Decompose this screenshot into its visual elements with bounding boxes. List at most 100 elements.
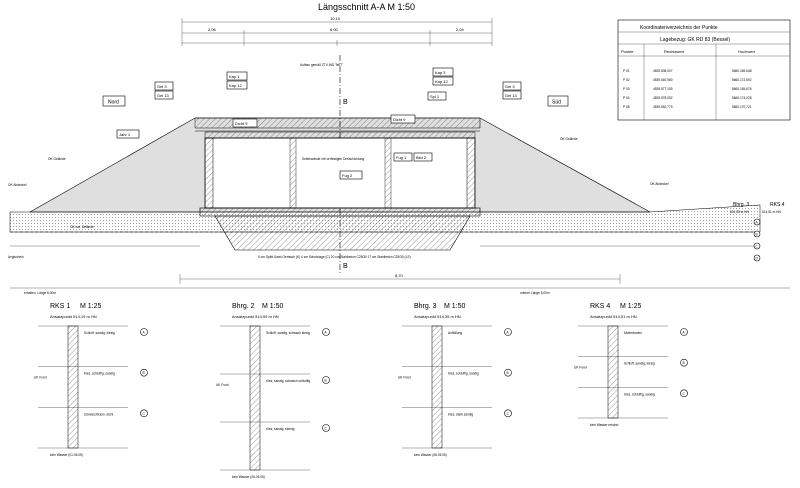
borehole-column: [607, 325, 619, 419]
legend-codes-right: A B C D: [753, 218, 761, 262]
coord-header-hochwert: Hochwert: [738, 49, 756, 54]
svg-text:5660.174,025: 5660.174,025: [732, 96, 752, 100]
ok-abdeckel-right: OK Abdeckel: [650, 182, 669, 186]
dim-c: 2,04: [456, 27, 465, 32]
borehole-bottom-note: kein Wasser (01.05.05): [50, 453, 83, 457]
svg-text:P 02: P 02: [623, 78, 630, 82]
borehole-scale: M 1:25: [80, 303, 102, 310]
dim-b: 6,00: [330, 27, 339, 32]
borehole-bottom-note: kein Wasser (06.05.05): [414, 453, 447, 457]
borehole-layer: Schluff, sandig, kiesig: [624, 362, 655, 366]
nord-box: [102, 95, 126, 107]
borehole-code: A: [325, 331, 328, 335]
borehole-code-circle: [680, 328, 688, 336]
borehole-code-circle: [322, 424, 330, 432]
borehole-layer: Schluff, sandig, schwach kiesig: [266, 331, 310, 335]
borehole-code-circle: [504, 328, 512, 336]
svg-text:4539.577,109: 4539.577,109: [653, 87, 673, 91]
section-b-top: B: [343, 99, 348, 106]
ok-nat-gelaende: OK nat. Gelände: [70, 225, 94, 229]
coordinate-table: Koordinatenverzeichnis der Punkte Lagebe…: [617, 19, 791, 121]
nord-label: Nord: [108, 100, 119, 106]
borehole-code-circle: [680, 358, 688, 367]
borehole-name: Bhrg. 2: [232, 303, 255, 310]
svg-text:B: B: [756, 233, 758, 237]
borehole-ansatz: Ansatzpunkt 514,19 m HN: [50, 314, 97, 319]
borehole-layer: Kies, schluffig, sandig: [624, 392, 655, 396]
coord-header-punkte: Punkte: [621, 49, 634, 54]
rks4-section-label: RKS 4: [770, 202, 785, 208]
borehole-layer: Kies, sandig, steinig: [266, 427, 295, 431]
coord-row: P 03 4539.577,109 5660.165,676: [623, 87, 752, 91]
borehole-bottom-note: kein Wasser (06.05.05): [232, 475, 265, 479]
coord-header-rechtswert: Rechtswert: [664, 49, 685, 54]
bottom-legend: 5 cm Splitt-Sand-Gemisch (K) 4 cm Schutz…: [258, 255, 411, 259]
borehole-name: Bhrg. 3: [414, 303, 437, 310]
dim-bottom: 8,70: [395, 273, 404, 278]
seitenwaende-label: Seitenwände mit verfestigter Dreischicht…: [302, 157, 364, 161]
borehole-code-circle: [504, 409, 512, 418]
borehole-code: A: [507, 331, 510, 335]
borehole-ansatz: Ansatzpunkt 514,51 m HN: [590, 314, 637, 319]
borehole-name: RKS 1: [50, 303, 70, 310]
borehole-code-circle: [504, 368, 512, 377]
borehole-bottom-note: kein Wasser erbohrt: [590, 423, 619, 427]
borehole-uk-fund: UK Fund: [34, 376, 47, 380]
borehole-code: B: [325, 379, 327, 383]
borehole-code: C: [325, 427, 328, 431]
borehole-code: C: [507, 412, 510, 416]
bhrg3-section-elev: 514,35 m HN: [730, 210, 749, 214]
borehole-code-circle: [322, 376, 330, 384]
borehole-layer: Kies, schluffig, sandig: [84, 372, 115, 376]
top-dimensions: 10,10 2,06 6,00 2,04: [181, 16, 493, 46]
left-bottom-b: unterer Länge 8,00m: [520, 291, 550, 295]
borehole-code: A: [683, 331, 686, 335]
borehole-uk-fund: UK Fund: [574, 366, 587, 370]
tag-bild2: Bild 2: [416, 155, 427, 160]
borehole-code: A: [143, 331, 146, 335]
borehole-code-circle: [140, 368, 148, 377]
tag-kap12-right: Kap 12: [435, 79, 448, 84]
tag-boxes: Kap 1 Kap 12 Gel 3 Gel 13 Jahr 1 Dicht 9…: [116, 67, 522, 180]
borehole-uk-fund: UK Fund: [216, 383, 229, 387]
svg-text:P 05: P 05: [623, 105, 630, 109]
borehole-layer: Kies, sandig, schwach schluffig: [266, 379, 310, 383]
ok-gelaende-right: OK Gelände: [560, 137, 578, 141]
borehole-code-circle: [680, 389, 688, 398]
coord-row: P 01 4539.508,007 5660.169,648: [623, 69, 752, 73]
tag-dicht9-right: Dicht 9: [393, 117, 406, 122]
tag-kap3: Kap 3: [435, 70, 446, 75]
tag-gel13-right: Gel 13: [505, 93, 518, 98]
ground-strata: [9, 204, 761, 251]
borehole-layer: Kies, schluffig, sandig: [448, 372, 479, 376]
aufbau-label: Aufbau gemäß ZTV-ING Teil 7: [300, 63, 343, 67]
borehole-layer: schwarz/braun, dicht: [84, 412, 113, 416]
tag-kap12: Kap 12: [229, 83, 242, 88]
svg-text:D: D: [756, 257, 759, 261]
bhrg3-section-label: Bhrg. 3: [733, 202, 749, 208]
coord-table-subtitle: Lagebezug: GK RD 83 (Bessel): [660, 37, 730, 43]
borehole-layer: Auffüllung: [448, 331, 462, 335]
left-bottom-a: erhalten, Länge 8,00m: [24, 291, 56, 295]
borehole-scale: M 1:50: [444, 303, 466, 310]
sued-box: [547, 95, 569, 107]
svg-text:P 03: P 03: [623, 87, 630, 91]
coord-row: P 05 4539.552,779 5660.170,721: [623, 105, 752, 109]
tag-kap1: Kap 1: [229, 74, 240, 79]
svg-text:4539.508,007: 4539.508,007: [653, 69, 673, 73]
borehole-code: C: [683, 392, 686, 396]
borehole-column: [67, 325, 79, 449]
ok-gelaende-left: OK Gelände: [48, 157, 66, 161]
svg-text:4539.540,980: 4539.540,980: [653, 78, 673, 82]
borehole-uk-fund: UK Fund: [398, 376, 411, 380]
borehole-ansatz: Ansatzpunkt 514,99 m HN: [232, 314, 279, 319]
ok-abdeckel-left: OK Abdeckel: [8, 183, 27, 187]
borehole-scale: M 1:25: [620, 303, 642, 310]
tag-jahr1: Jahr 1: [119, 132, 131, 137]
